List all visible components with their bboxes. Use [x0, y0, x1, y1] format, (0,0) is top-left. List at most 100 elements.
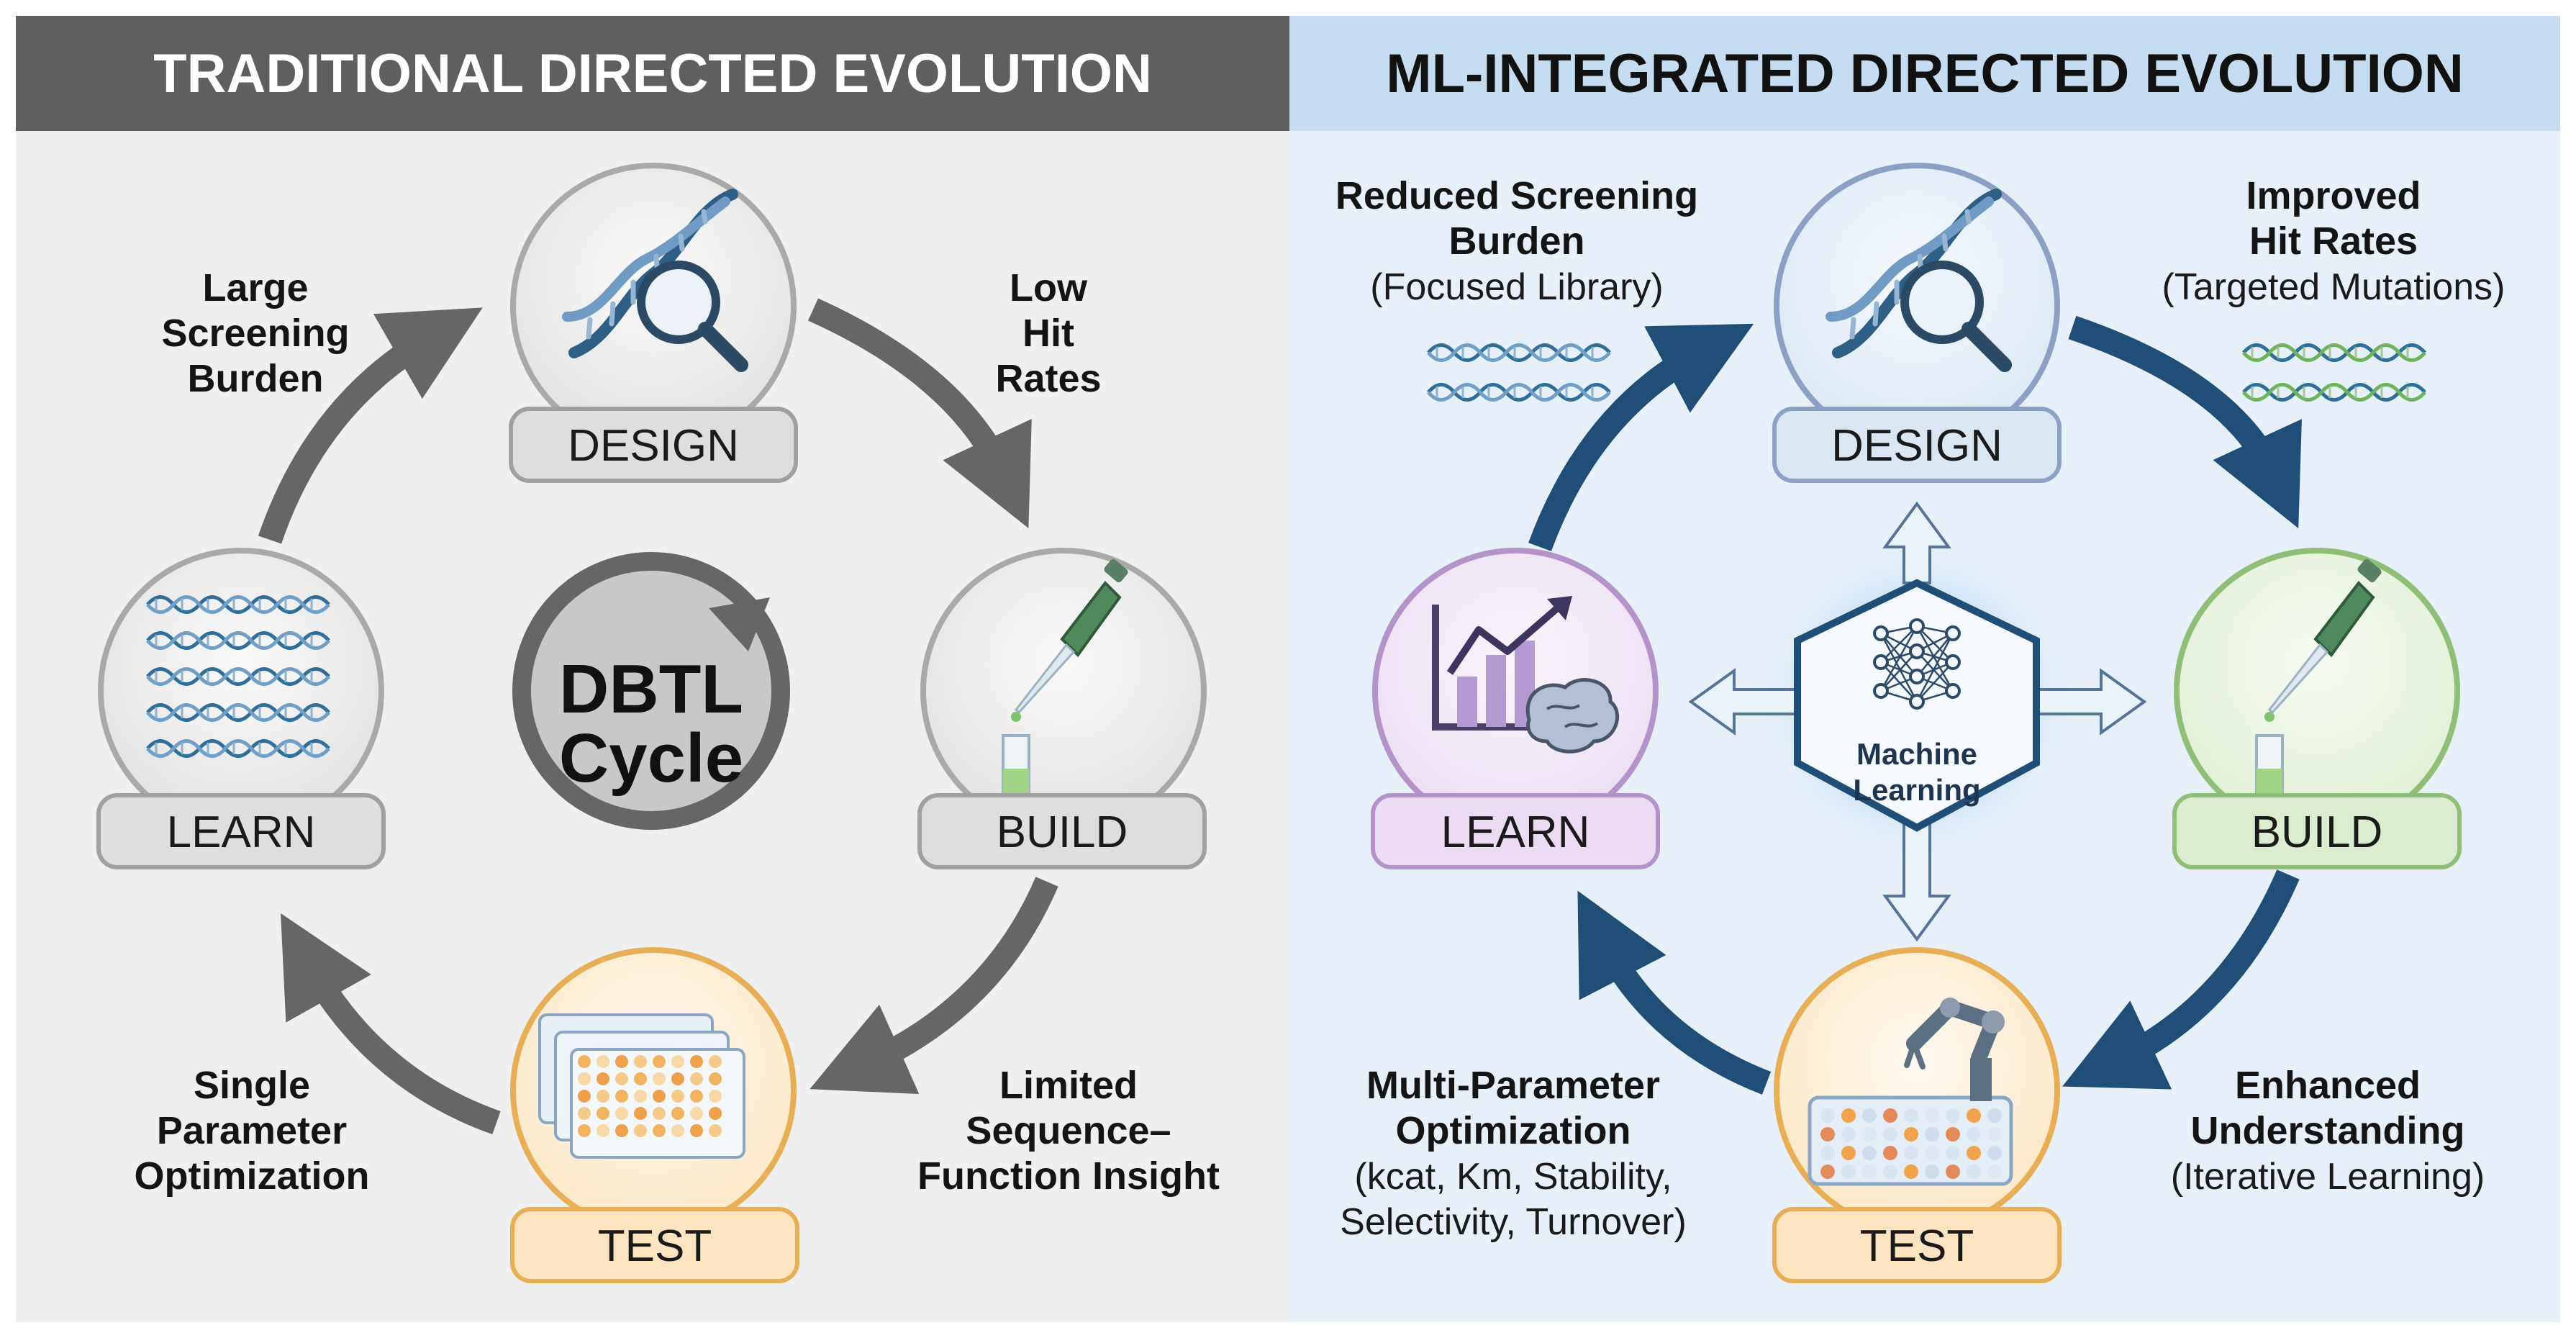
well [1820, 1165, 1835, 1179]
well [1883, 1108, 1897, 1123]
machine-learning-hub: Machine Learning [1688, 501, 2147, 942]
well [1946, 1127, 1960, 1141]
svg-text:(Targeted Mutations): (Targeted Mutations) [2162, 266, 2505, 308]
nn-edge [1916, 625, 1954, 663]
svg-text:Optimization: Optimization [135, 1154, 370, 1198]
arrow-design-to-build [808, 298, 1032, 528]
left-note-top-left: Large Screening Burden [161, 266, 349, 400]
well [1925, 1108, 1939, 1123]
left-test-node: TEST [510, 947, 799, 1283]
well [634, 1055, 647, 1068]
nn-node [1909, 643, 1925, 659]
nn-node [1873, 654, 1889, 670]
right-learn-node: LEARN [1371, 548, 1660, 869]
well [578, 1055, 591, 1068]
well [1820, 1146, 1835, 1160]
nn-edge [1879, 625, 1918, 692]
well [671, 1055, 684, 1068]
well [709, 1055, 722, 1068]
arrow-learn-to-design [258, 307, 483, 544]
nn-edge [1915, 633, 1954, 702]
nn-node [1909, 694, 1925, 710]
nn-node [1873, 625, 1889, 641]
well [690, 1124, 703, 1137]
ml-note-top-left: Reduced Screening Burden (Focused Librar… [1335, 174, 1698, 400]
well-plate-icon [538, 1013, 745, 1159]
right-header-bar [1289, 16, 2560, 131]
well [1946, 1108, 1960, 1123]
svg-text:Sequence–: Sequence– [966, 1109, 1171, 1152]
svg-text:(Focused Library): (Focused Library) [1370, 266, 1663, 308]
well [709, 1124, 722, 1137]
well [615, 1107, 628, 1120]
arrow-test-to-learn [280, 913, 501, 1135]
left-learn-label: LEARN [167, 808, 316, 857]
well [615, 1072, 628, 1085]
well [1862, 1127, 1877, 1141]
well [634, 1107, 647, 1120]
svg-text:(kcat, Km, Stability,: (kcat, Km, Stability, [1354, 1156, 1672, 1198]
left-cycle-arrows [258, 298, 1058, 1135]
well [1841, 1108, 1856, 1123]
ml-arrow-design-to-build [2068, 315, 2302, 529]
right-panel-title: ML-INTEGRATED DIRECTED EVOLUTION [1386, 43, 2463, 104]
well [1987, 1146, 2002, 1160]
well [1883, 1127, 1897, 1141]
nn-node [1945, 625, 1961, 641]
svg-text:(Iterative Learning): (Iterative Learning) [2171, 1156, 2485, 1198]
ml-arrow-down [1882, 819, 1951, 942]
well [634, 1072, 647, 1085]
well [615, 1055, 628, 1068]
svg-text:Selectivity, Turnover): Selectivity, Turnover) [1340, 1201, 1687, 1243]
well [690, 1107, 703, 1120]
well [709, 1072, 722, 1085]
well [671, 1107, 684, 1120]
well [1862, 1108, 1877, 1123]
well [653, 1055, 666, 1068]
nn-node [1909, 618, 1925, 634]
ml-note-top-right: Improved Hit Rates (Targeted Mutations) [2162, 174, 2505, 400]
ml-arrow-left [1688, 668, 1800, 736]
svg-text:Improved: Improved [2246, 174, 2421, 217]
left-note-bottom-left: Single Parameter Optimization [135, 1064, 370, 1198]
nn-edge [1879, 633, 1918, 702]
nn-node [1945, 654, 1961, 670]
ml-label-line2: Learning [1853, 773, 1980, 807]
nn-edge [1880, 633, 1918, 677]
svg-text:Function Insight: Function Insight [917, 1154, 1220, 1198]
left-panel-title: TRADITIONAL DIRECTED EVOLUTION [153, 43, 1152, 104]
well [653, 1107, 666, 1120]
well [1904, 1127, 1918, 1141]
well [1841, 1127, 1856, 1141]
well [671, 1090, 684, 1103]
nn-edge [1880, 651, 1918, 692]
dbtl-line2: Cycle [559, 720, 743, 797]
svg-text:Understanding: Understanding [2190, 1109, 2464, 1152]
well [1883, 1146, 1897, 1160]
left-build-node: BUILD [917, 548, 1207, 869]
right-cycle-arrows [1528, 315, 2302, 1095]
nn-node [1873, 683, 1889, 699]
left-design-label: DESIGN [568, 421, 739, 471]
well [1862, 1146, 1877, 1160]
svg-text:Reduced Screening: Reduced Screening [1335, 174, 1698, 217]
well [653, 1124, 666, 1137]
well [1925, 1127, 1939, 1141]
right-test-label: TEST [1860, 1221, 1974, 1271]
well [1987, 1127, 2002, 1141]
well [1987, 1165, 2002, 1179]
ml-note-bottom-right: Enhanced Understanding (Iterative Learni… [2171, 1064, 2485, 1198]
well [1820, 1108, 1835, 1123]
ml-arrow-build-to-test [2062, 869, 2300, 1090]
svg-text:Screening: Screening [161, 312, 349, 355]
ml-arrow-learn-to-design [1528, 323, 1754, 551]
right-learn-label: LEARN [1441, 808, 1590, 857]
svg-text:Parameter: Parameter [157, 1109, 347, 1152]
well [597, 1055, 609, 1068]
svg-text:Optimization: Optimization [1396, 1109, 1631, 1152]
well [597, 1072, 609, 1085]
well [671, 1072, 684, 1085]
svg-text:Low: Low [1010, 266, 1088, 309]
ml-arrow-up [1882, 501, 1951, 584]
nn-node [1945, 683, 1961, 699]
